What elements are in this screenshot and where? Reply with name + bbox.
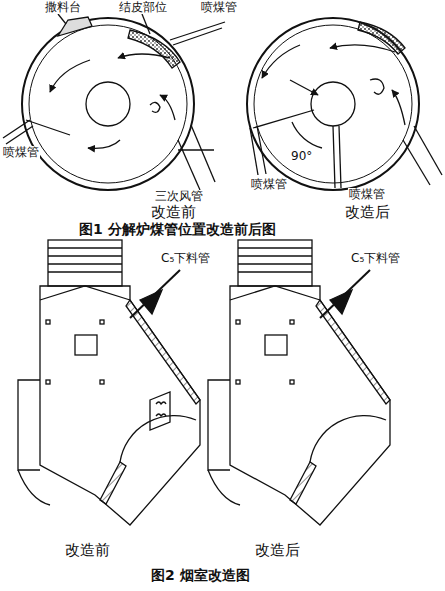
part-label: 改造前	[64, 542, 111, 559]
part-label: 喷煤管	[200, 1, 238, 14]
part-label: C₅下料管	[350, 252, 401, 265]
part-label: 改造后	[344, 204, 391, 221]
part-label: 喷煤管	[348, 188, 386, 201]
part-label: 三次风管	[154, 190, 204, 203]
figure-caption: 图2 烟室改造图	[150, 568, 251, 583]
part-label: C₅下料管	[160, 252, 211, 265]
part-label: 90°	[290, 150, 313, 163]
part-label: 撒料台	[44, 1, 82, 14]
part-label: 改造前	[150, 204, 197, 221]
part-label: 改造后	[254, 542, 301, 559]
part-label: 喷煤管	[250, 178, 288, 191]
figure-caption: 图1 分解炉煤管位置改造前后图	[78, 222, 277, 237]
part-label: 喷煤管	[2, 146, 40, 159]
part-label: 结皮部位	[118, 1, 168, 14]
